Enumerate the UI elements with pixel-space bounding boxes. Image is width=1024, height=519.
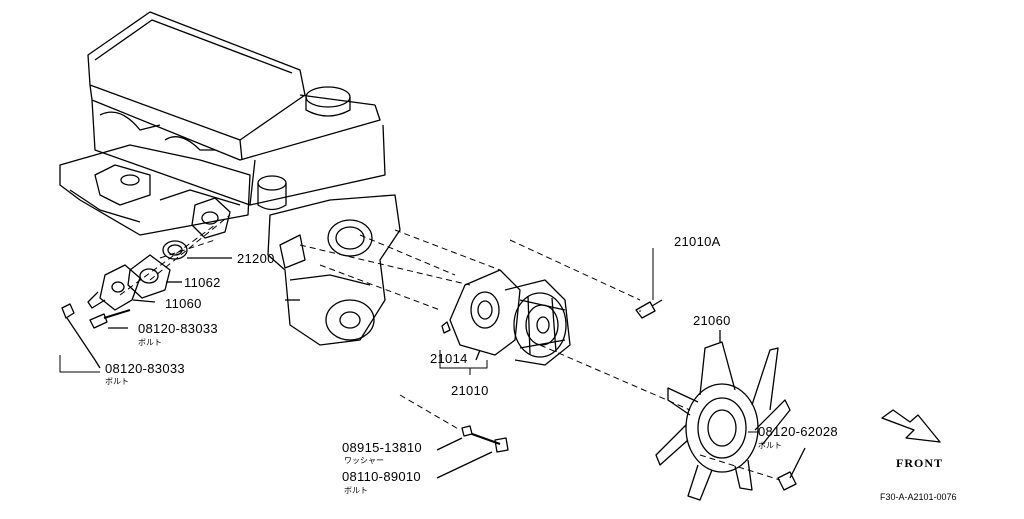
label-21060: 21060 <box>693 313 731 328</box>
pump-stud-bolt <box>635 299 663 319</box>
label-08110-89010-sub: ボルト <box>344 486 368 495</box>
thermostat-part <box>162 240 232 260</box>
assembly-lines <box>119 214 781 481</box>
label-11062: 11062 <box>184 275 221 290</box>
label-21010: 21010 <box>451 383 489 398</box>
label-08120-62028-sub: ボルト <box>758 441 782 450</box>
label-08120-83033-upper-sub: ボルト <box>138 338 162 347</box>
diagram-code: F30-A-A2101-0076 <box>880 492 957 502</box>
pump-leader-lines <box>439 248 654 375</box>
outlet-bolts <box>61 303 131 369</box>
pump-bolt-and-washer <box>436 425 509 479</box>
label-08915-13810-sub: ワッシャー <box>344 456 384 465</box>
label-08120-83033-upper: 08120-83033 <box>138 321 218 336</box>
engine-block-drawing <box>59 11 401 346</box>
label-21010a: 21010A <box>674 234 721 249</box>
water-pump-part <box>441 269 571 366</box>
water-outlet-part <box>87 264 156 311</box>
label-08110-89010: 08110-89010 <box>342 469 421 484</box>
label-08915-13810: 08915-13810 <box>342 440 422 455</box>
label-08120-83033-lower-sub: ボルト <box>105 377 129 386</box>
label-08120-83033-lower: 08120-83033 <box>105 361 185 376</box>
label-08120-62028: 08120-62028 <box>758 424 838 439</box>
label-11060: 11060 <box>165 296 202 311</box>
front-label: FRONT <box>896 456 943 470</box>
gasket-part <box>127 254 182 299</box>
cooling-fan-part <box>655 330 791 501</box>
label-21014: 21014 <box>430 351 468 366</box>
fan-bolt <box>777 447 806 491</box>
label-21200: 21200 <box>237 251 275 266</box>
front-arrow-icon <box>881 409 941 443</box>
label-leaders <box>59 310 758 433</box>
